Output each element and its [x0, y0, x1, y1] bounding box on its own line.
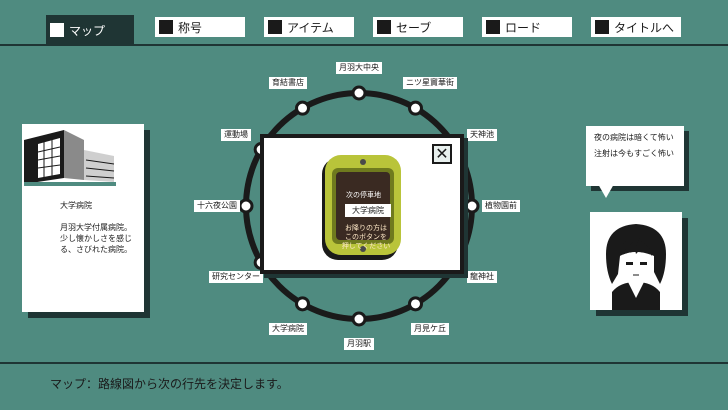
menu-square-icon	[486, 20, 500, 34]
station-node[interactable]	[351, 85, 367, 101]
device-message-line: このボタンを	[345, 233, 387, 241]
station-label[interactable]: 植物園前	[482, 200, 520, 212]
hospital-building-image	[24, 126, 116, 186]
station-node[interactable]	[464, 198, 480, 214]
station-node[interactable]	[351, 311, 367, 327]
station-label[interactable]: 月羽駅	[344, 338, 374, 350]
station-node[interactable]	[408, 100, 423, 116]
station-label[interactable]: 大学病院	[269, 322, 307, 335]
dialogue-line: 夜の病院は暗くて怖い	[594, 133, 674, 142]
menu-square-icon	[268, 20, 282, 34]
station-label[interactable]: 龍神社	[466, 271, 497, 283]
menu-tab-titles[interactable]: 称号	[155, 17, 245, 37]
location-card: 大学病院 月羽大学付属病院。 少し懐かしさを感じ る、さびれた病院。	[22, 124, 144, 312]
location-title: 大学病院	[60, 201, 92, 210]
location-description-line: 少し懐かしさを感じ	[60, 234, 132, 243]
station-label[interactable]: 育結書店	[269, 77, 307, 90]
station-label[interactable]: 月見ケ丘	[411, 322, 449, 335]
station-node[interactable]	[295, 100, 310, 116]
speech-bubble: 夜の病院は暗くて怖い 注射は今もすごく怖い	[586, 126, 684, 198]
device-header: 次の停車地	[346, 191, 381, 199]
bus-stop-button-device[interactable]: 次の停車地 大学病院 お降りの方は このボタンを 押してください	[322, 152, 406, 262]
close-x-icon: ✕	[435, 144, 449, 163]
station-node[interactable]	[238, 198, 254, 214]
speech-bubble-tail	[598, 184, 614, 198]
menu-tab-map[interactable]: マップ	[46, 15, 134, 45]
status-message: マップ：路線図から次の行先を決定します。	[50, 377, 289, 391]
station-label[interactable]: 天神池	[466, 129, 497, 141]
station-label[interactable]: 十六夜公園	[194, 200, 240, 212]
character-face-image	[606, 224, 666, 310]
location-description-line: 月羽大学付属病院。	[60, 223, 132, 232]
top-menu-bar: マップ 称号 アイテム セーブ ロード タイトルへ	[0, 0, 728, 46]
menu-square-icon	[595, 20, 609, 34]
menu-tab-label: アイテム	[287, 20, 334, 35]
menu-tab-label: セーブ	[396, 20, 432, 35]
station-label[interactable]: 研究センター	[209, 271, 264, 283]
menu-tab-title-screen[interactable]: タイトルへ	[591, 17, 681, 37]
menu-tab-label: ロード	[505, 20, 542, 35]
device-message-line: 押してください	[341, 242, 391, 250]
menu-tab-load[interactable]: ロード	[482, 17, 572, 37]
station-label[interactable]: 月羽大中央	[336, 62, 382, 74]
menu-tab-save[interactable]: セーブ	[373, 17, 463, 37]
menu-tab-label: マップ	[69, 23, 106, 38]
location-description-line: る、さびれた病院。	[60, 245, 132, 254]
menu-square-icon	[159, 20, 173, 34]
menu-square-icon	[377, 20, 391, 34]
menu-tab-label: タイトルへ	[614, 20, 675, 35]
station-label[interactable]: 運動場	[221, 129, 252, 141]
device-message-line: お降りの方は	[345, 224, 387, 232]
character-portrait	[590, 212, 682, 310]
device-destination: 大学病院	[345, 204, 391, 217]
dialogue-line: 注射は今もすごく怖い	[594, 149, 674, 158]
station-node[interactable]	[295, 296, 310, 312]
menu-tab-label: 称号	[178, 20, 203, 35]
station-node[interactable]	[408, 296, 423, 312]
menu-square-icon	[50, 23, 64, 37]
top-divider	[0, 44, 728, 46]
device-message: お降りの方は このボタンを 押してください	[338, 224, 394, 251]
bottom-divider	[0, 362, 728, 364]
menu-tab-items[interactable]: アイテム	[264, 17, 354, 37]
close-button[interactable]: ✕	[432, 144, 452, 164]
next-stop-popup: ✕ 次の停車地 大学病院 お降りの方は このボタンを 押してください	[260, 134, 464, 274]
station-label[interactable]: ニツ星竇華街	[403, 77, 457, 90]
